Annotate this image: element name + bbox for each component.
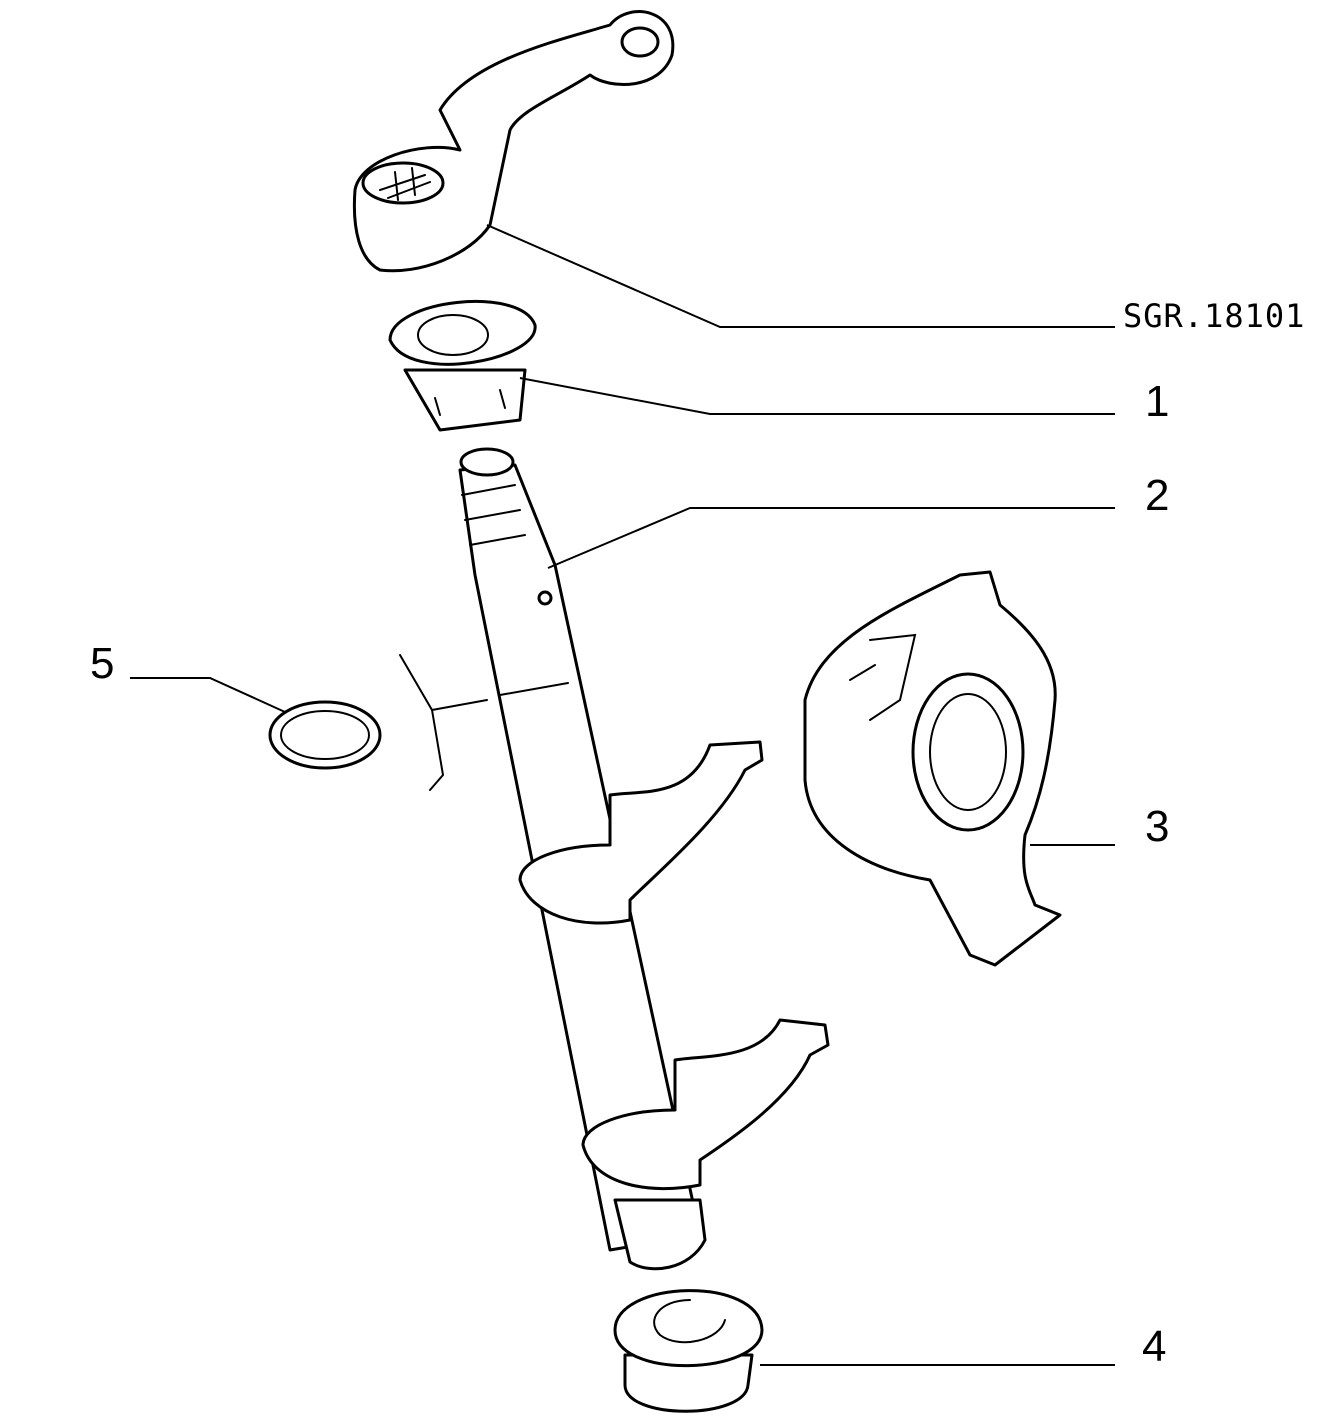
leader-reference <box>486 224 1115 328</box>
reference-code-label: SGR.18101 <box>1123 297 1306 335</box>
o-ring <box>268 654 488 791</box>
lower-bushing <box>613 1289 764 1413</box>
callout-1: 1 <box>1145 377 1170 426</box>
leader-lines <box>130 224 1115 1366</box>
leader-2 <box>547 507 1115 569</box>
callout-3: 3 <box>1145 802 1170 851</box>
callout-2: 2 <box>1145 471 1170 520</box>
leader-5 <box>130 677 286 713</box>
selector-shaft <box>458 447 830 1271</box>
leader-1 <box>519 377 1115 415</box>
release-bearing <box>803 570 1062 967</box>
callout-5: 5 <box>90 639 115 688</box>
callout-4: 4 <box>1142 1322 1167 1371</box>
upper-bushing <box>388 299 537 432</box>
lever-arm <box>352 10 675 273</box>
